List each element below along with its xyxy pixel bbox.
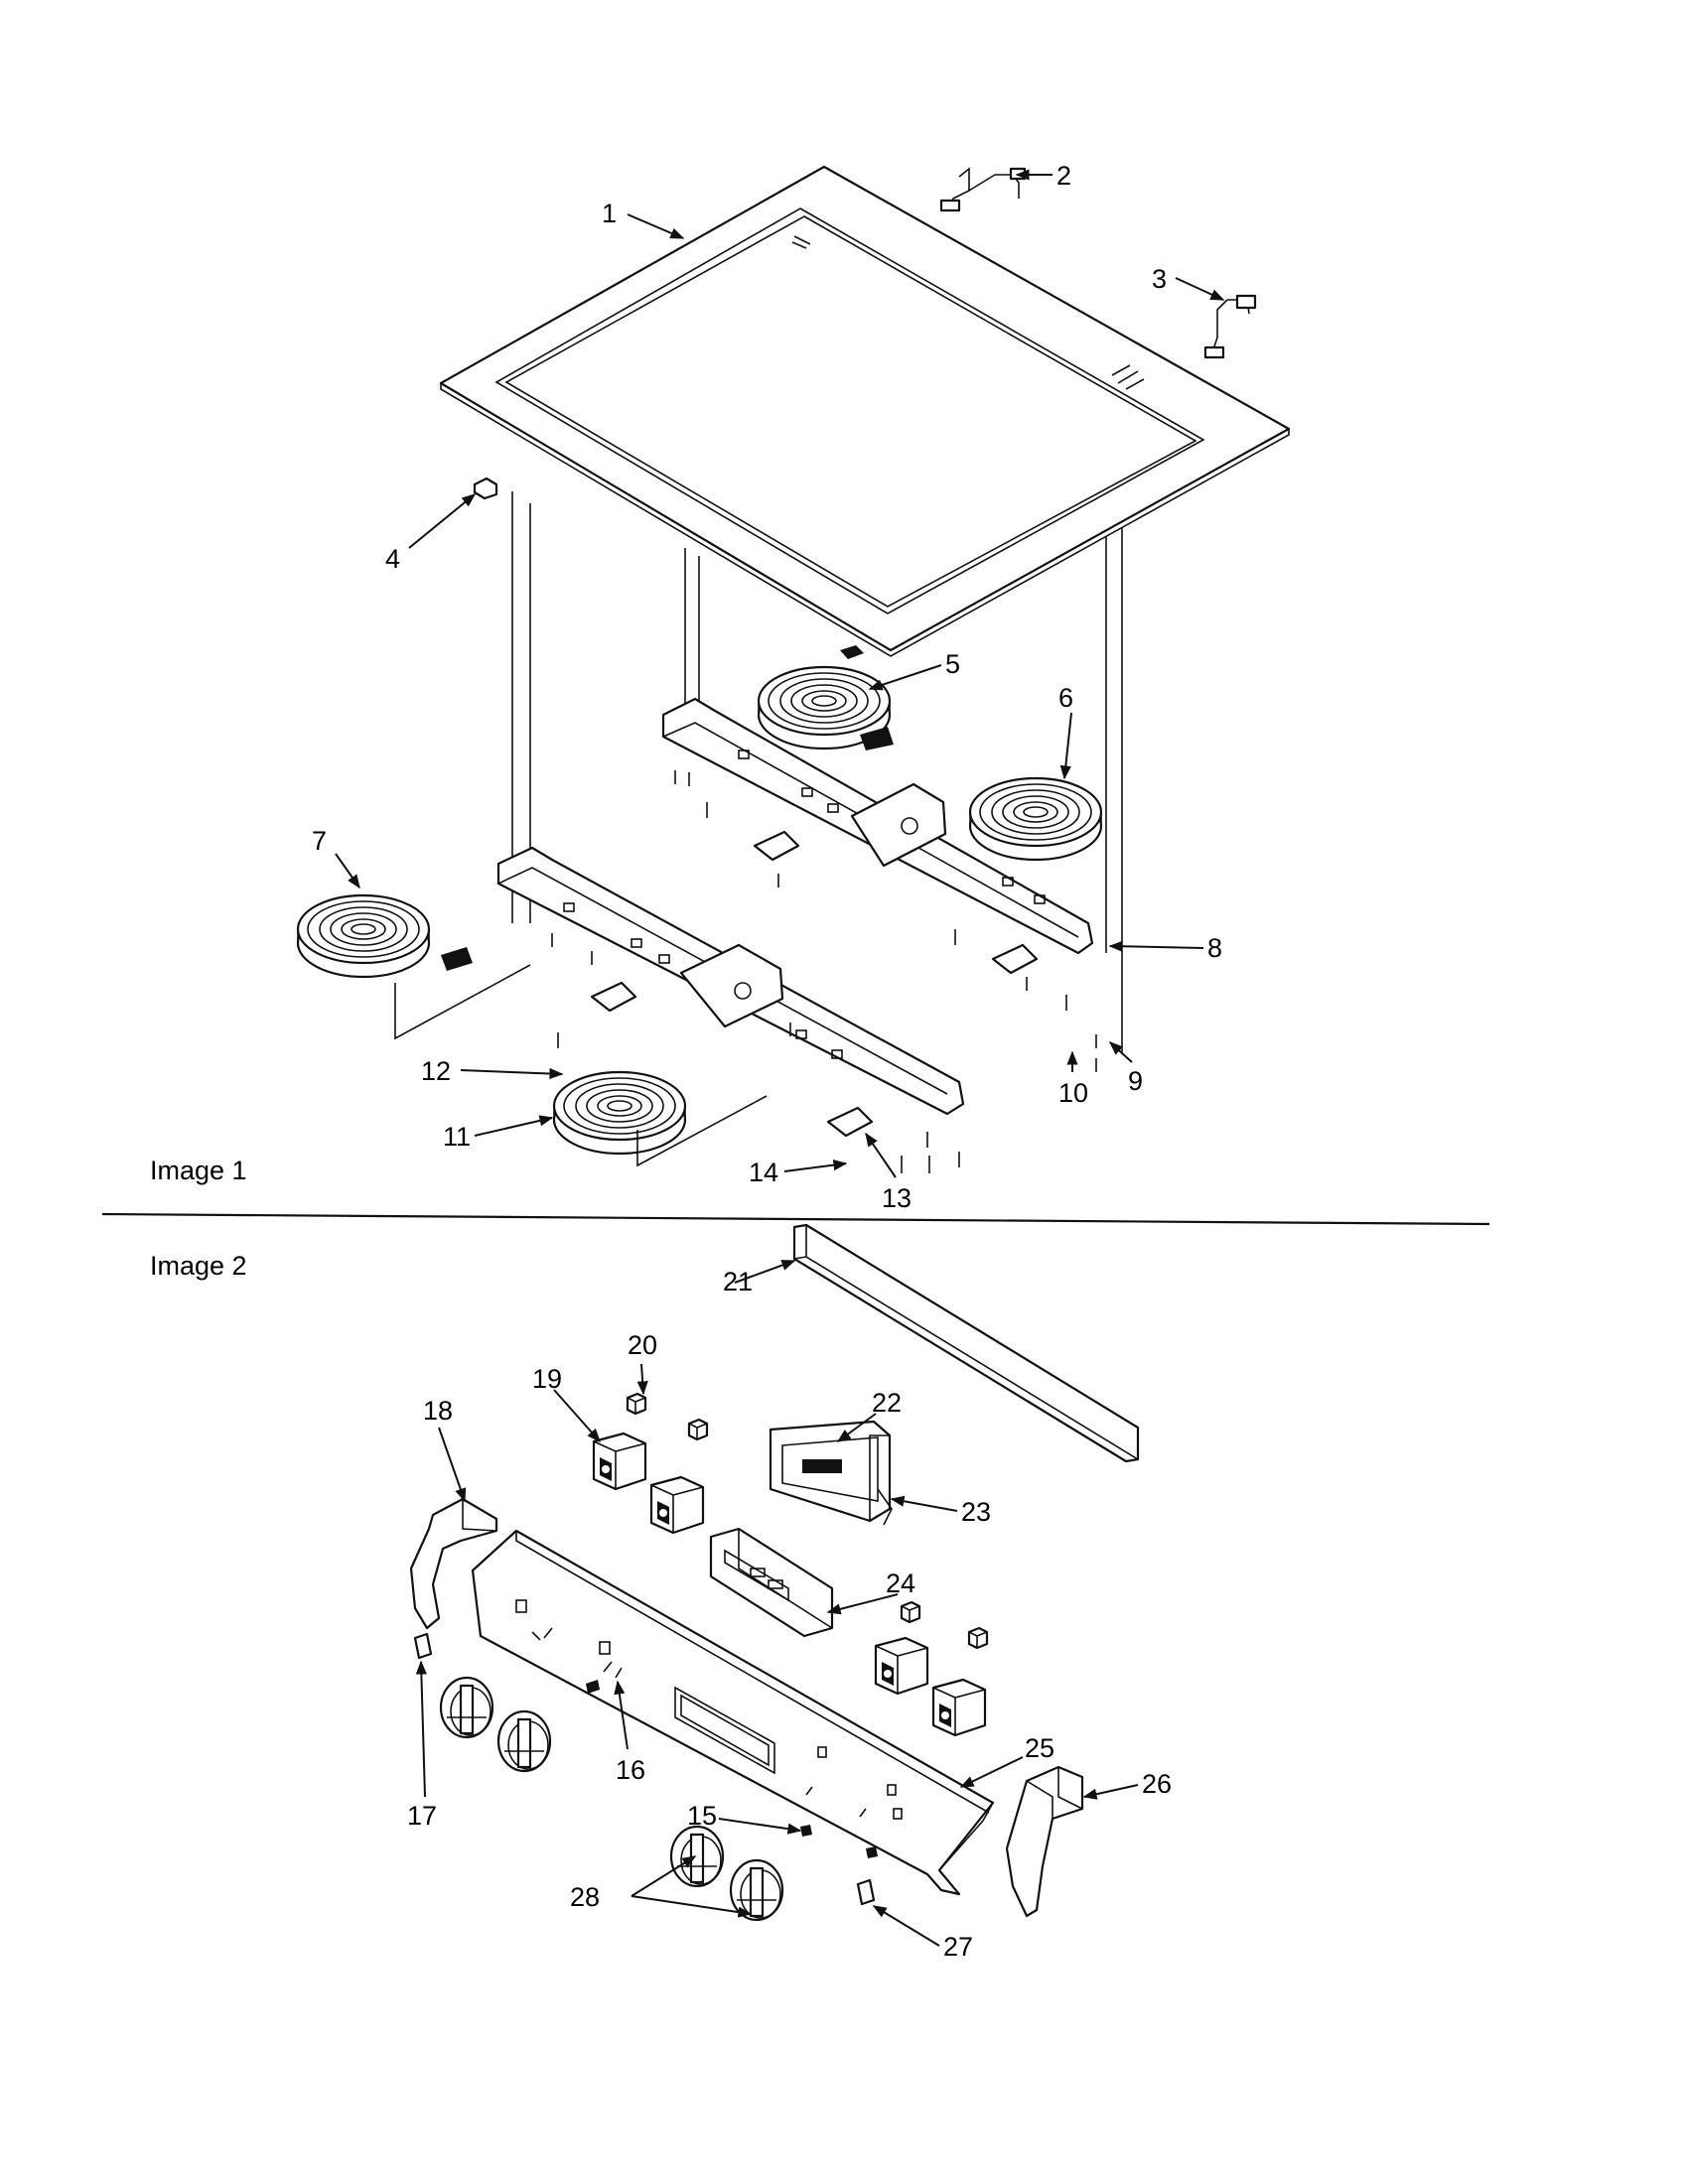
switch-19 [592, 1432, 647, 1491]
burner-6 [968, 776, 1103, 862]
rear-burner-bracket [661, 697, 1094, 975]
relay-20c [900, 1600, 921, 1624]
callout-16: 16 [616, 1755, 645, 1785]
clip-4 [473, 477, 498, 500]
callout-7: 7 [312, 826, 327, 856]
callout-17: 17 [407, 1801, 437, 1831]
bracket-3 [1203, 294, 1257, 359]
cooktop-clip [840, 645, 864, 659]
knob-3 [669, 1825, 725, 1888]
clip-27 [856, 1878, 876, 1906]
callout-2: 2 [1056, 161, 1071, 191]
clip-17 [413, 1632, 433, 1660]
knob-4 [729, 1858, 784, 1922]
switch-19b [649, 1475, 705, 1535]
callout-20: 20 [628, 1330, 657, 1360]
callouts-image-2: 21 20 19 18 22 23 24 25 26 27 28 15 16 1… [407, 1260, 1172, 1962]
callout-12: 12 [421, 1056, 451, 1086]
callouts-image-1: 1 2 3 4 5 6 7 8 9 10 11 12 13 14 [312, 161, 1225, 1213]
relay-20d [967, 1626, 989, 1650]
callout-22: 22 [872, 1388, 902, 1418]
control-22 [769, 1420, 893, 1526]
relay-20 [626, 1392, 647, 1416]
section-label-image-1: Image 1 [150, 1156, 247, 1185]
screw-15a [586, 1680, 600, 1694]
callout-19: 19 [532, 1364, 562, 1394]
display-24 [709, 1527, 834, 1638]
callout-24: 24 [886, 1569, 915, 1598]
callout-10: 10 [1058, 1078, 1088, 1108]
callout-15: 15 [687, 1801, 717, 1831]
callout-6: 6 [1058, 683, 1073, 713]
callout-25: 25 [1025, 1733, 1054, 1763]
callout-5: 5 [945, 649, 960, 679]
callout-9: 9 [1128, 1066, 1143, 1096]
screw-15b [866, 1846, 878, 1858]
end-cap-26 [1005, 1765, 1084, 1918]
knob-1 [439, 1676, 494, 1739]
end-cap-18 [409, 1497, 498, 1630]
callout-27: 27 [943, 1932, 973, 1962]
relay-20b [687, 1418, 709, 1441]
wire-guide-front [394, 964, 531, 1040]
bracket-2 [939, 167, 1027, 212]
front-burner-bracket [496, 846, 965, 1138]
callout-1: 1 [602, 199, 617, 228]
wire-guide-front-2 [636, 1095, 768, 1167]
callout-8: 8 [1207, 933, 1222, 963]
callout-28: 28 [570, 1882, 600, 1912]
section-divider [101, 1212, 1490, 1226]
callout-23: 23 [961, 1497, 991, 1527]
knob-2 [496, 1709, 552, 1773]
switch-19c [874, 1636, 929, 1696]
burner-5-terminal [860, 727, 894, 751]
callout-21: 21 [723, 1267, 753, 1297]
switch-19d [931, 1678, 987, 1737]
screw-15 [800, 1825, 812, 1837]
section-label-image-2: Image 2 [150, 1251, 247, 1281]
callout-14: 14 [749, 1158, 778, 1187]
callout-13: 13 [882, 1183, 912, 1213]
burner-7-terminal [441, 947, 473, 971]
cooktop-glass [439, 165, 1291, 657]
control-panel-25 [471, 1529, 995, 1896]
callout-26: 26 [1142, 1769, 1172, 1799]
burner-11 [552, 1070, 687, 1156]
callout-4: 4 [385, 544, 400, 574]
callout-3: 3 [1152, 264, 1167, 294]
callout-11: 11 [443, 1122, 471, 1152]
mounting-rods [511, 491, 1123, 1052]
callout-18: 18 [423, 1396, 453, 1426]
burner-7 [296, 893, 431, 979]
trim-strip-21 [792, 1223, 1140, 1463]
